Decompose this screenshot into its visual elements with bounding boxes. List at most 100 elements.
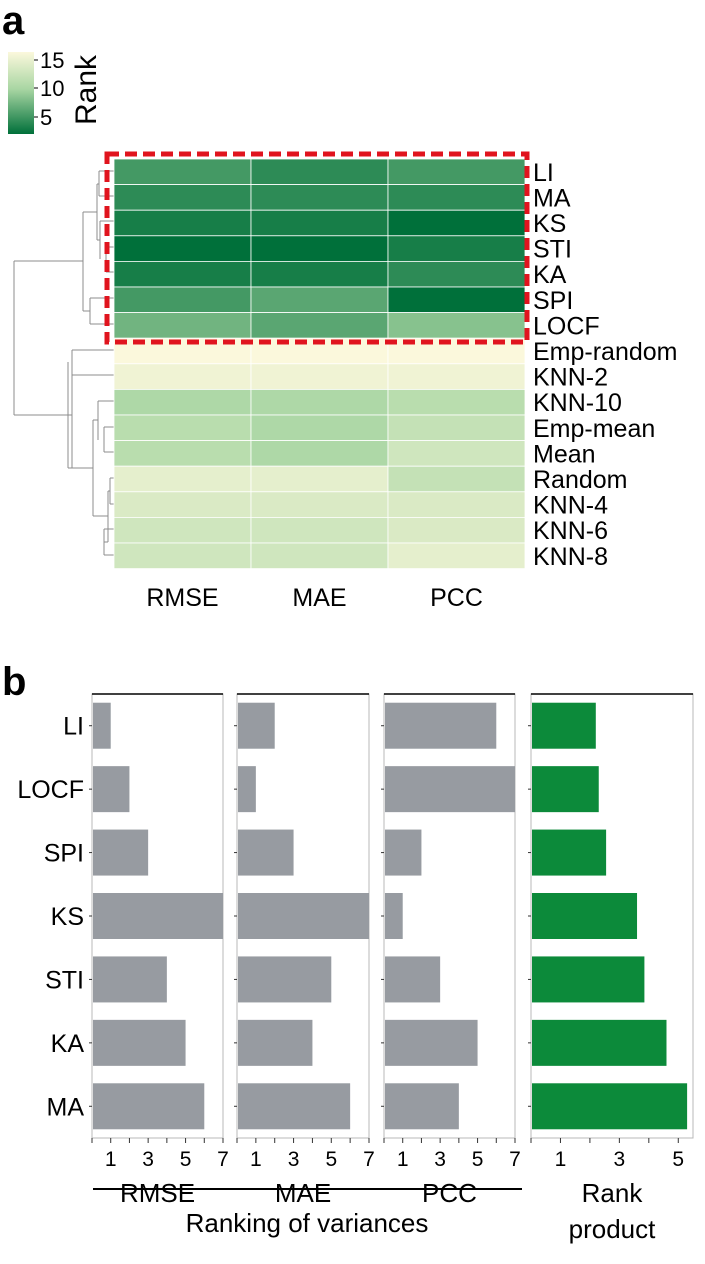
bar-rank-product-ma [532, 1083, 688, 1130]
heatmap-row-label-ka: KA [533, 261, 567, 289]
heatmap-cell-li-mae [250, 158, 389, 186]
x-tick-label-pcc-5: 5 [472, 1148, 484, 1171]
bar-pcc-ka [385, 1019, 478, 1066]
heatmap-cell-knn-4-pcc [387, 491, 526, 518]
bar-rank-product-locf [532, 766, 599, 813]
heatmap-row-label-mean: Mean [533, 440, 596, 468]
x-axis-label-rmse: RMSE [120, 1178, 195, 1208]
heatmap-cell-ka-mae [250, 260, 389, 288]
x-tick-label-mae-7: 7 [363, 1148, 375, 1171]
bar-rank-product-spi [532, 829, 607, 876]
bar-category-label-spi: SPI [44, 840, 84, 868]
bar-rmse-ma [93, 1083, 205, 1130]
bar-rank-product-ka [532, 1019, 667, 1066]
heatmap-cell-spi-mae [250, 286, 389, 314]
x-axis-label-rank-product-2: product [569, 1214, 656, 1244]
heatmap-cell-ka-pcc [387, 260, 526, 288]
heatmap-cell-knn-2-rmse [113, 363, 252, 390]
heatmap-row-label-random: Random [533, 466, 628, 494]
heatmap-cell-mean-rmse [113, 440, 252, 467]
heatmap-row-label-spi: SPI [533, 287, 573, 315]
bar-mae-ks [238, 893, 369, 939]
heatmap: LIMAKSSTIKASPILOCFEmp-randomKNN-2KNN-10E… [113, 158, 678, 612]
heatmap-cell-knn-8-mae [250, 542, 389, 570]
bar-rank-product-sti [532, 956, 645, 1003]
heatmap-cell-ma-pcc [387, 184, 526, 211]
heatmap-col-label-mae: MAE [292, 584, 346, 612]
bar-pcc-ks [385, 893, 403, 939]
heatmap-cell-random-mae [250, 465, 389, 493]
heatmap-cell-knn-10-mae [250, 388, 389, 416]
bar-rmse-spi [93, 829, 149, 876]
x-tick-label-mae-3: 3 [288, 1148, 300, 1171]
group-label: Ranking of variances [186, 1208, 429, 1238]
heatmap-col-label-rmse: RMSE [146, 584, 218, 612]
bar-category-label-ka: KA [51, 1030, 85, 1058]
heatmap-cell-mean-pcc [387, 440, 526, 467]
x-tick-label-mae-1: 1 [250, 1148, 262, 1171]
heatmap-row-label-knn-4: KNN-4 [533, 492, 608, 520]
heatmap-cell-knn-8-pcc [387, 542, 526, 570]
heatmap-cell-random-rmse [113, 465, 252, 493]
heatmap-cell-knn-2-mae [250, 363, 389, 390]
heatmap-row-label-ks: KS [533, 210, 566, 238]
bar-rmse-sti [93, 956, 167, 1003]
x-tick-label-rank-product-1: 1 [555, 1148, 567, 1171]
heatmap-cell-emp-mean-pcc [387, 414, 526, 442]
bar-mae-sti [238, 956, 332, 1003]
x-tick-label-mae-5: 5 [325, 1148, 337, 1171]
heatmap-cell-ma-mae [250, 184, 389, 211]
x-axis-label-mae: MAE [275, 1178, 331, 1208]
heatmap-col-label-pcc: PCC [430, 584, 483, 612]
heatmap-row-label-li: LI [533, 159, 554, 187]
bar-mae-locf [238, 766, 256, 813]
bar-panel-frame-pcc [383, 693, 516, 1139]
x-tick-label-pcc-7: 7 [509, 1148, 521, 1171]
heatmap-cell-li-rmse [113, 158, 252, 186]
heatmap-cell-ks-pcc [387, 209, 526, 237]
bar-mae-ma [238, 1083, 351, 1130]
x-tick-label-rank-product-5: 5 [672, 1148, 684, 1171]
colorbar-gradient [8, 52, 34, 134]
bar-pcc-sti [385, 956, 441, 1003]
heatmap-cell-knn-8-rmse [113, 542, 252, 570]
bar-category-label-ma: MA [47, 1093, 85, 1121]
heatmap-cell-knn-6-pcc [387, 517, 526, 544]
heatmap-cell-locf-mae [250, 312, 389, 339]
heatmap-cell-knn-2-pcc [387, 363, 526, 390]
panel-label-a: a [2, 0, 25, 43]
heatmap-row-label-emp-mean: Emp-mean [533, 415, 655, 443]
heatmap-cell-knn-6-mae [250, 517, 389, 544]
heatmap-cell-emp-mean-mae [250, 414, 389, 442]
colorbar-tick-10: 10 [40, 76, 64, 101]
bar-mae-spi [238, 829, 294, 876]
heatmap-row-label-sti: STI [533, 236, 572, 264]
heatmap-cell-knn-10-pcc [387, 388, 526, 416]
heatmap-row-label-knn-10: KNN-10 [533, 389, 622, 417]
heatmap-cell-knn-4-rmse [113, 491, 252, 518]
heatmap-row-label-ma: MA [533, 184, 571, 212]
bar-mae-ka [238, 1019, 313, 1066]
x-tick-label-rmse-1: 1 [105, 1148, 117, 1171]
x-tick-label-rmse-7: 7 [217, 1148, 229, 1171]
heatmap-cell-sti-mae [250, 235, 389, 262]
bar-category-label-li: LI [63, 713, 84, 741]
heatmap-row-label-emp-random: Emp-random [533, 338, 678, 366]
panel-label-b: b [2, 660, 26, 704]
x-tick-label-rank-product-3: 3 [614, 1148, 626, 1171]
x-tick-label-rmse-5: 5 [180, 1148, 192, 1171]
x-tick-label-pcc-3: 3 [434, 1148, 446, 1171]
heatmap-row-label-knn-6: KNN-6 [533, 517, 608, 545]
bar-pcc-ma [385, 1083, 459, 1130]
dendrogram [13, 170, 114, 556]
heatmap-row-label-locf: LOCF [533, 312, 600, 340]
heatmap-cell-li-pcc [387, 158, 526, 186]
x-tick-label-pcc-1: 1 [397, 1148, 409, 1171]
heatmap-cell-ma-rmse [113, 184, 252, 211]
heatmap-cell-knn-10-rmse [113, 388, 252, 416]
heatmap-row-label-knn-2: KNN-2 [533, 364, 608, 392]
bar-rmse-locf [93, 766, 130, 813]
